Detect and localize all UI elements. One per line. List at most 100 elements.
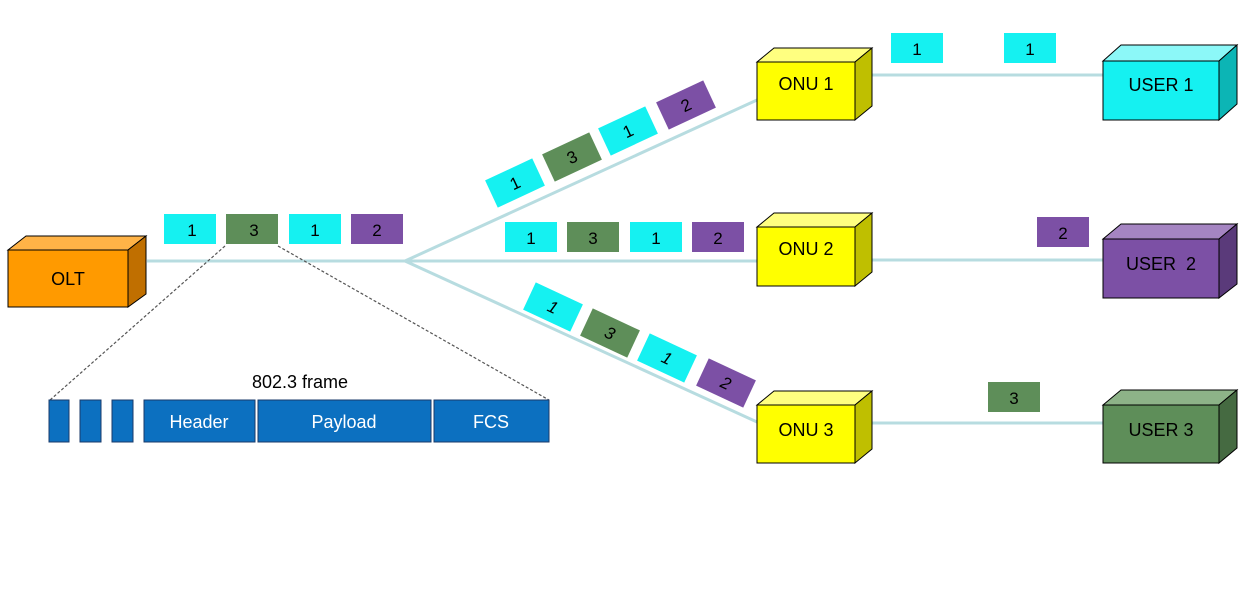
frame-title: 802.3 frame — [252, 372, 348, 392]
packet-label: 1 — [1025, 40, 1034, 59]
onu3-front-face — [756, 404, 856, 464]
onu1-top-face — [755, 47, 874, 63]
user2-label: USER 2 — [1126, 254, 1196, 274]
user3-label: USER 3 — [1128, 420, 1193, 440]
packet: 1 — [523, 282, 583, 332]
frame-field-box — [257, 399, 432, 443]
packet: 1 — [891, 33, 943, 63]
onu3-device[interactable]: ONU 3 — [755, 389, 874, 465]
frame-field-box — [433, 399, 550, 443]
packet-box — [164, 214, 216, 244]
user2-device[interactable]: USER 2 — [1101, 222, 1239, 300]
packet-label: 1 — [912, 40, 921, 59]
packet: 3 — [567, 222, 619, 252]
frame-field-label: Payload — [311, 412, 376, 432]
packet: 2 — [656, 80, 716, 130]
onu2-top-face — [755, 212, 874, 228]
packet-box — [485, 158, 545, 208]
packet-box — [692, 222, 744, 252]
user3-device[interactable]: USER 3 — [1101, 388, 1239, 465]
packet: 1 — [505, 222, 557, 252]
packet: 2 — [696, 358, 756, 408]
onu2-label: ONU 2 — [778, 239, 833, 259]
frame-field-payload: Payload — [257, 399, 432, 443]
packet: 1 — [1004, 33, 1056, 63]
packet-label: 2 — [713, 229, 722, 248]
frame-field-label: Header — [169, 412, 228, 432]
links — [147, 73, 1103, 425]
branch-link-onu1 — [404, 98, 758, 263]
packet-box — [598, 106, 658, 156]
packet: 2 — [351, 214, 403, 244]
packet: 3 — [542, 132, 602, 182]
packet: 1 — [598, 106, 658, 156]
packet-box — [696, 358, 756, 408]
olt-top-face — [6, 235, 148, 251]
onu3-top-face — [755, 390, 874, 406]
packet: 1 — [485, 158, 545, 208]
user1-front-face — [1102, 60, 1220, 121]
packet-box — [542, 132, 602, 182]
packet-box — [351, 214, 403, 244]
packet-box — [580, 308, 640, 358]
frame-preamble-block — [48, 399, 70, 443]
frame-preamble-block — [111, 399, 134, 443]
zoom-line-right — [277, 245, 550, 401]
packet-box — [505, 222, 557, 252]
packet: 1 — [630, 222, 682, 252]
packet: 3 — [226, 214, 278, 244]
packet-box — [988, 382, 1040, 412]
frame-zoom-lines — [49, 245, 550, 401]
frame-preamble-block — [79, 399, 102, 443]
user3-top-face — [1101, 389, 1239, 406]
ethernet-frame: 802.3 frame Header Payload FCS — [48, 372, 550, 443]
user-packets: 1 1 2 3 — [891, 33, 1089, 412]
packet: 2 — [1037, 217, 1089, 247]
packet-label: 2 — [372, 221, 381, 240]
onu1-device[interactable]: ONU 1 — [755, 46, 874, 122]
user1-top-face — [1101, 44, 1239, 62]
packet-box — [1037, 217, 1089, 247]
packet-box — [523, 282, 583, 332]
packet: 1 — [289, 214, 341, 244]
packet-label: 1 — [651, 229, 660, 248]
packet-label: 2 — [1058, 224, 1067, 243]
olt-device[interactable]: OLT — [6, 234, 148, 308]
packet: 1 — [164, 214, 216, 244]
branch-onu3-packets: 1 3 1 2 — [523, 282, 756, 408]
packet-label: 3 — [1009, 389, 1018, 408]
packet-box — [289, 214, 341, 244]
frame-field-header: Header — [143, 399, 256, 443]
user2-top-face — [1101, 223, 1239, 240]
trunk-packets: 1 3 1 2 — [164, 214, 403, 244]
user1-label: USER 1 — [1128, 75, 1193, 95]
branch-link-onu3 — [404, 259, 758, 424]
packet-box — [567, 222, 619, 252]
olt-label: OLT — [51, 269, 85, 289]
onu1-front-face — [756, 61, 856, 121]
onu3-label: ONU 3 — [778, 420, 833, 440]
packet-label: 1 — [310, 221, 319, 240]
packet-box — [656, 80, 716, 130]
user2-front-face — [1102, 238, 1220, 299]
onu2-front-face — [756, 226, 856, 287]
packet-label: 3 — [588, 229, 597, 248]
packet-box — [630, 222, 682, 252]
onu1-label: ONU 1 — [778, 74, 833, 94]
packet: 1 — [637, 333, 697, 383]
packet-box — [891, 33, 943, 63]
zoom-line-left — [49, 245, 226, 401]
frame-field-label: FCS — [473, 412, 509, 432]
user1-device[interactable]: USER 1 — [1101, 43, 1239, 122]
packet-box — [637, 333, 697, 383]
packet-box — [226, 214, 278, 244]
onu2-device[interactable]: ONU 2 — [755, 211, 874, 288]
packet: 2 — [692, 222, 744, 252]
packet-box — [1004, 33, 1056, 63]
packet-label: 1 — [187, 221, 196, 240]
frame-field-box — [143, 399, 256, 443]
packet: 3 — [580, 308, 640, 358]
packet: 3 — [988, 382, 1040, 412]
packet-label: 1 — [526, 229, 535, 248]
